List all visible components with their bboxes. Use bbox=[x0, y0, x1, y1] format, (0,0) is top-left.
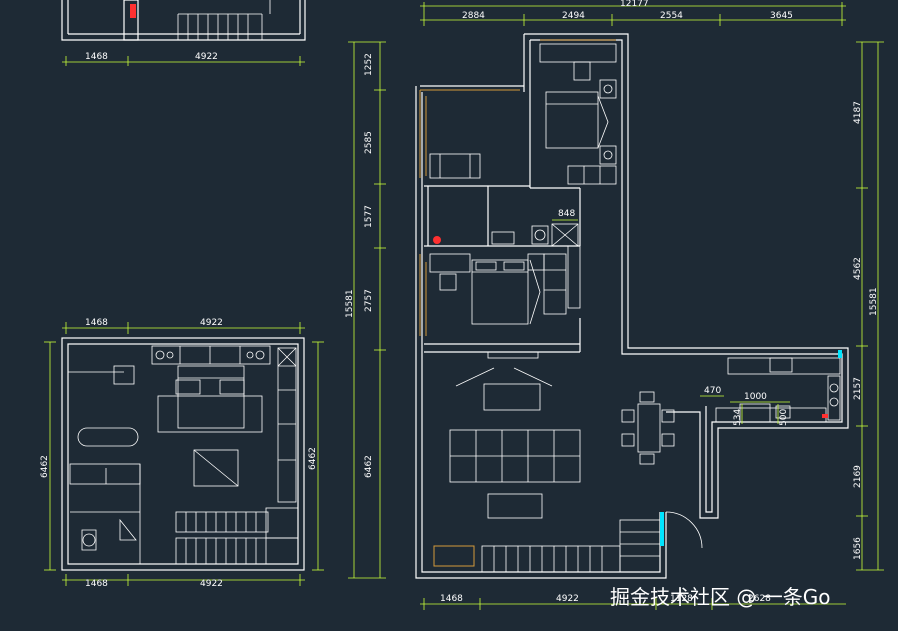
main-top-dims bbox=[420, 2, 846, 26]
bottom-left-dims bbox=[44, 322, 324, 586]
main-plan-walls bbox=[415, 33, 849, 579]
dim-label: 1656 bbox=[853, 537, 863, 560]
cabinet-row bbox=[151, 345, 271, 365]
chair bbox=[113, 365, 135, 385]
dim-label: 6462 bbox=[308, 447, 318, 470]
dim-label: 1468 bbox=[85, 318, 108, 328]
main-stair bbox=[481, 511, 703, 573]
dim-label: 2494 bbox=[562, 11, 585, 21]
dim-label: 1468 bbox=[85, 579, 108, 589]
dim-label: 848 bbox=[558, 209, 575, 219]
dim-label: 2169 bbox=[853, 465, 863, 488]
dim-label: 1252 bbox=[364, 53, 374, 76]
dim-label: 2757 bbox=[364, 289, 374, 312]
dim-label: 470 bbox=[704, 386, 721, 396]
main-bottom-dims bbox=[420, 598, 846, 610]
dim-label: 1468 bbox=[85, 52, 108, 62]
stair-top-left bbox=[177, 0, 271, 40]
red-marker-icon bbox=[130, 4, 136, 18]
chair bbox=[573, 61, 591, 81]
dim-label: 500 bbox=[779, 409, 789, 426]
dim-label: 2628 bbox=[748, 594, 771, 604]
dim-label: 534 bbox=[733, 409, 743, 426]
door-outlines bbox=[419, 39, 616, 567]
main-left-dims bbox=[348, 41, 386, 579]
cyan-marker-icon bbox=[660, 512, 664, 546]
dim-label: 1128 bbox=[670, 594, 693, 604]
dim-label: 1000 bbox=[744, 392, 767, 402]
top-left-plan bbox=[61, 0, 306, 41]
dim-label: 2884 bbox=[462, 11, 485, 21]
dim-label: 2585 bbox=[364, 131, 374, 154]
cyan-marker-icon bbox=[838, 350, 842, 358]
stair-bottom-left bbox=[175, 507, 299, 565]
living-room bbox=[449, 351, 581, 519]
dining-set bbox=[621, 391, 675, 465]
dim-total-left: 15581 bbox=[345, 289, 355, 318]
dim-label: 1468 bbox=[440, 594, 463, 604]
bed bbox=[157, 365, 263, 433]
kitchen-dim-lines bbox=[700, 395, 790, 424]
dim-label: 4187 bbox=[853, 101, 863, 124]
dim-total-right: 15581 bbox=[869, 287, 879, 316]
dim-label: 4922 bbox=[200, 318, 223, 328]
dim-label: 1577 bbox=[364, 205, 374, 228]
dim-total-width: 12177 bbox=[620, 0, 649, 9]
second-bedroom bbox=[429, 245, 581, 325]
dim-label: 2157 bbox=[853, 377, 863, 400]
top-left-dim-line bbox=[62, 56, 305, 66]
dim-label: 4562 bbox=[853, 257, 863, 280]
master-bedroom bbox=[539, 43, 617, 185]
dim-label: 4922 bbox=[200, 579, 223, 589]
study-room bbox=[429, 153, 579, 247]
dim-label: 3645 bbox=[770, 11, 793, 21]
dim-label: 4922 bbox=[556, 594, 579, 604]
rug bbox=[193, 449, 239, 487]
bathtub bbox=[77, 427, 139, 447]
dim-label: 4922 bbox=[195, 52, 218, 62]
dim-label: 6462 bbox=[364, 455, 374, 478]
red-marker-icon bbox=[433, 236, 441, 244]
bottom-left-plan bbox=[61, 337, 305, 571]
red-marker-icon bbox=[822, 414, 828, 418]
dim-label: 2554 bbox=[660, 11, 683, 21]
dim-label: 6462 bbox=[40, 455, 50, 478]
wardrobe-right bbox=[277, 347, 297, 503]
watermark-text: 掘金技术社区 @ 一条Go bbox=[610, 585, 830, 609]
main-right-dims bbox=[856, 41, 884, 571]
bathroom bbox=[69, 463, 141, 564]
